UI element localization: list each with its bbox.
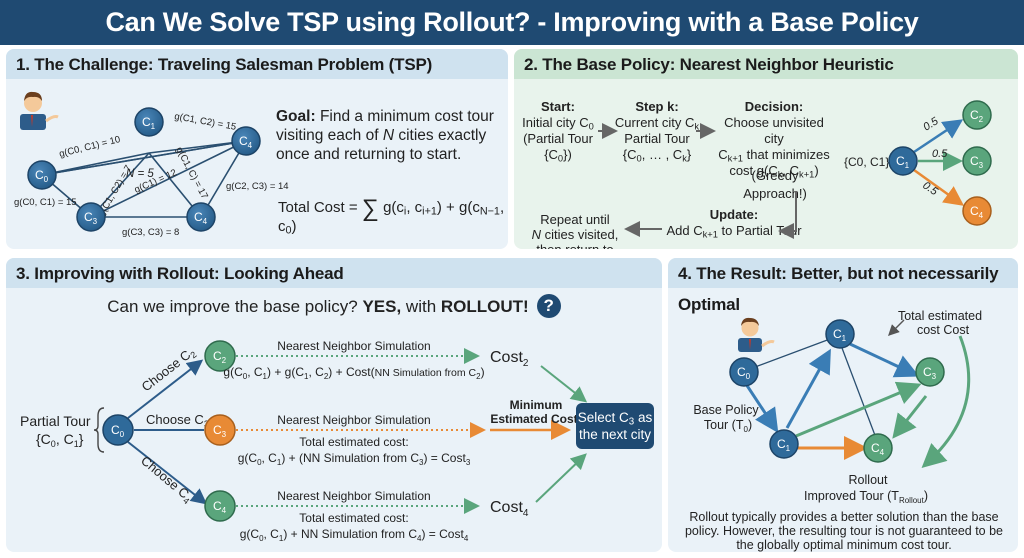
option-node-c4	[962, 196, 992, 226]
svg-text:g(C0, C1) + NN Simulation from: g(C0, C1) + NN Simulation from C4) = Cos…	[240, 527, 469, 543]
start-step: Start:Initial city C0(Partial Tour{C0})	[522, 99, 594, 164]
option-node-c3	[962, 146, 992, 176]
result-node-c4	[863, 433, 893, 463]
goal-text: Goal: Find a minimum cost tour visiting …	[276, 108, 494, 163]
city-node-c3	[76, 202, 106, 232]
result-node-c1-top	[825, 319, 855, 349]
question-icon: ?	[536, 294, 561, 318]
branch-node-c3	[204, 414, 236, 446]
svg-text:g(C0, C1) = 15: g(C0, C1) = 15	[14, 197, 77, 208]
svg-text:0.5: 0.5	[921, 115, 941, 134]
panel-result: 4. The Result: Better, but not necessari…	[668, 258, 1018, 552]
svg-text:0.5: 0.5	[920, 180, 940, 199]
result-node-c3	[915, 357, 945, 387]
svg-text:Rollout: Rollout	[849, 473, 888, 487]
svg-text:g(C1, C2) = 15: g(C1, C2) = 15	[173, 111, 237, 133]
panel-rollout: 3. Improving with Rollout: Looking Ahead…	[6, 258, 662, 552]
svg-text:g(C2, C3) = 14: g(C2, C3) = 14	[226, 181, 289, 192]
svg-text:Total estimated: Total estimated	[898, 309, 982, 323]
svg-text:Tour (T0): Tour (T0)	[704, 418, 752, 434]
svg-text:Partial Tour: Partial Tour	[20, 413, 91, 429]
svg-text:Choose C4: Choose C4	[137, 453, 196, 506]
svg-text:Nearest Neighbor Simulation: Nearest Neighbor Simulation	[277, 489, 430, 503]
svg-text:g(C0, C1) + (NN Simulation fro: g(C0, C1) + (NN Simulation from C3) = Co…	[238, 451, 471, 467]
result-node-c1-bottom	[769, 429, 799, 459]
conclusion-text: Rollout typically provides a better solu…	[684, 510, 1003, 552]
branch-node-c2	[204, 340, 236, 372]
svg-text:Base Policy: Base Policy	[693, 403, 759, 417]
arrow-decision-to-update	[778, 191, 797, 239]
svg-text:Estimated Cost: Estimated Cost	[490, 412, 577, 426]
svg-text:g(C3, C3) = 8: g(C3, C3) = 8	[122, 227, 179, 238]
current-node-c1	[888, 146, 918, 176]
panel-base-policy: 2. The Base Policy: Nearest Neighbor Heu…	[514, 49, 1018, 249]
branch-node-c4	[204, 490, 236, 522]
svg-text:Nearest Neighbor Simulation: Nearest Neighbor Simulation	[277, 413, 430, 427]
svg-text:Nearest Neighbor Simulation: Nearest Neighbor Simulation	[277, 339, 430, 353]
panel-header: 1. The Challenge: Traveling Salesman Pro…	[6, 49, 508, 79]
svg-text:Choose C3: Choose C3	[146, 412, 209, 429]
svg-text:g(C0, C1) = 10: g(C0, C1) = 10	[58, 134, 121, 160]
svg-text:cost Cost: cost Cost	[917, 323, 970, 337]
panel-header: 4. The Result: Better, but not necessari…	[668, 258, 1018, 314]
svg-text:Minimum: Minimum	[510, 398, 563, 412]
svg-text:Cost2: Cost2	[490, 349, 529, 369]
brace	[93, 407, 105, 453]
rollout-question: Can we improve the base policy? YES, wit…	[6, 294, 662, 318]
city-node-c4-bottom	[186, 202, 216, 232]
svg-text:Improved Tour (TRollout): Improved Tour (TRollout)	[804, 489, 928, 505]
panel-tsp-challenge: 1. The Challenge: Traveling Salesman Pro…	[6, 49, 508, 249]
svg-text:{C0, C1}: {C0, C1}	[36, 431, 84, 449]
total-cost-formula: Total Cost = ∑ g(ci, ci+1) + g(cN−1, c0)	[278, 195, 505, 237]
city-node-c4-right	[231, 126, 261, 156]
svg-text:Total estimated cost:: Total estimated cost:	[299, 511, 408, 525]
salesman-avatar-icon	[20, 91, 59, 130]
option-node-c2	[962, 100, 992, 130]
root-node-c0	[102, 414, 134, 446]
result-node-c0	[729, 357, 759, 387]
svg-text:0.5: 0.5	[932, 148, 948, 160]
panel-header: 3. Improving with Rollout: Looking Ahead	[6, 258, 662, 288]
svg-text:N = 5: N = 5	[126, 168, 154, 180]
page-title: Can We Solve TSP using Rollout? - Improv…	[0, 0, 1024, 45]
svg-text:g(C0, C1) + g(C1, C2) + Cost(N: g(C0, C1) + g(C1, C2) + Cost(NN Simulati…	[223, 365, 484, 381]
svg-text:Cost4: Cost4	[490, 499, 529, 519]
svg-text:Total estimated cost:: Total estimated cost:	[299, 435, 408, 449]
panel-header: 2. The Base Policy: Nearest Neighbor Heu…	[514, 49, 1018, 79]
tsp-graph: g(C0, C1) = 10 g(C1, C2) = 15 g(C0, C1) …	[14, 91, 289, 238]
greedy-note: (Greedy Approach!)	[743, 168, 807, 201]
city-node-c0	[27, 160, 57, 190]
salesman-avatar-icon	[738, 317, 775, 352]
svg-text:{C0, C1}: {C0, C1}	[844, 155, 889, 169]
city-node-c1	[134, 107, 164, 137]
